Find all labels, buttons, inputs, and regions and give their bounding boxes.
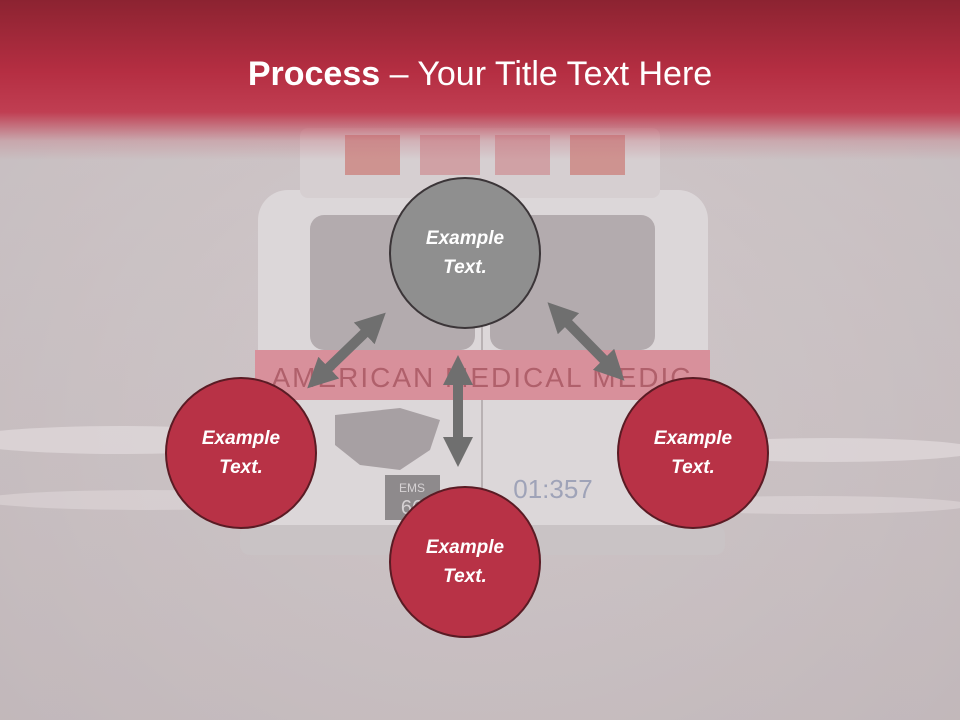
left-node: Example Text. — [165, 377, 317, 529]
slide-title: Process – Your Title Text Here — [0, 52, 960, 96]
bottom-node: Example Text. — [389, 486, 541, 638]
title-band — [0, 0, 960, 160]
title-bold: Process — [247, 55, 381, 93]
unit-number: 01:357 — [513, 474, 593, 504]
title-rest: – Your Title Text Here — [380, 55, 713, 93]
arrow-center-left — [307, 312, 386, 389]
right-node: Example Text. — [617, 377, 769, 529]
center-node: Example Text. — [389, 177, 541, 329]
arrow-center-right — [547, 302, 625, 381]
plate-label: EMS — [399, 481, 425, 495]
